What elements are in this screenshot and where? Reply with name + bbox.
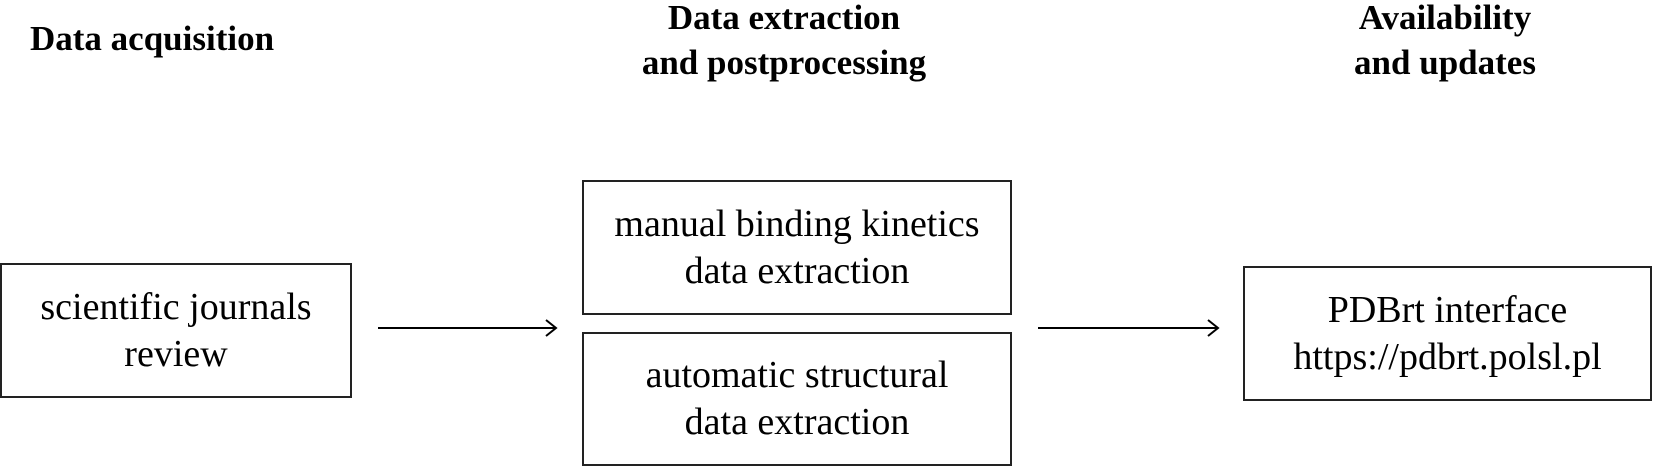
box-text: review xyxy=(124,332,228,375)
box-manual-binding-kinetics: manual binding kinetics data extraction xyxy=(582,180,1012,315)
box-text: manual binding kinetics xyxy=(614,202,980,245)
header-data-extraction: Data extraction and postprocessing xyxy=(584,0,984,85)
box-automatic-structural: automatic structural data extraction xyxy=(582,332,1012,466)
box-text: scientific journals xyxy=(40,285,312,328)
header-data-acquisition: Data acquisition xyxy=(30,16,310,61)
box-link[interactable]: https://pdbrt.polsl.pl xyxy=(1293,335,1602,378)
box-text: automatic structural xyxy=(645,354,949,396)
box-text: data extraction xyxy=(684,249,910,292)
box-scientific-journals-review: scientific journals review xyxy=(0,263,352,398)
arrow-right-icon xyxy=(378,319,558,337)
header-line: and postprocessing xyxy=(641,43,927,82)
header-text: Data acquisition xyxy=(30,19,275,58)
header-line: Data extraction xyxy=(667,0,901,37)
header-line: and updates xyxy=(1354,43,1536,82)
box-text: PDBrt interface xyxy=(1327,288,1568,331)
header-availability: Availability and updates xyxy=(1295,0,1595,85)
arrow-right-icon xyxy=(1038,319,1220,337)
box-text: data extraction xyxy=(684,401,910,443)
box-pdbrt-interface: PDBrt interface https://pdbrt.polsl.pl xyxy=(1243,266,1652,401)
header-line: Availability xyxy=(1358,0,1532,37)
